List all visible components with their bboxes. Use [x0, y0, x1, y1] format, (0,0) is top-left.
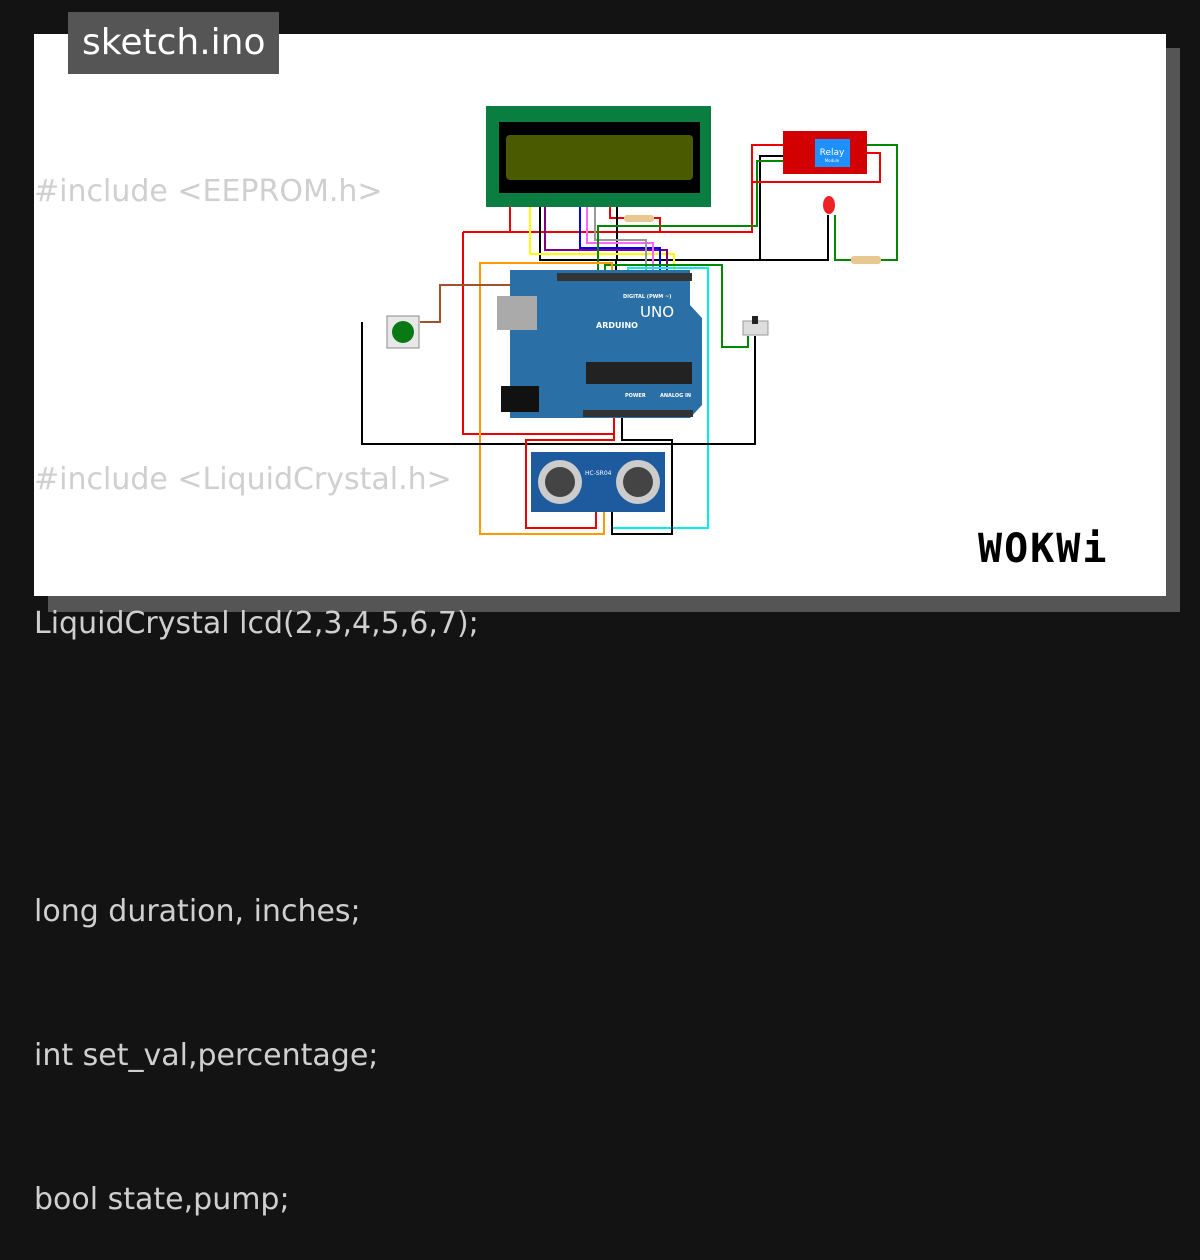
digital-label: DIGITAL (PWM ~) [623, 294, 671, 300]
sensor-label: HC-SR04 [585, 470, 612, 477]
wokwi-logo: WOKWi [978, 526, 1109, 572]
code-line: #include <EEPROM.h> [34, 174, 383, 209]
wires [361, 144, 898, 535]
code-line: int set_val,percentage; [34, 1038, 379, 1073]
slide-switch [742, 316, 769, 336]
lcd-display [486, 106, 711, 207]
pushbutton [386, 315, 420, 349]
analog-label: ANALOG IN [660, 393, 691, 399]
red-led [823, 196, 835, 214]
circuit-diagram: Relay Module UNO ARDUINO DIGITAL (PWM ~)… [361, 106, 898, 535]
ultrasonic-sensor: HC-SR04 [531, 452, 665, 512]
power-label: POWER [625, 393, 646, 399]
code-line [34, 744, 479, 792]
arduino-uno: UNO ARDUINO DIGITAL (PWM ~) POWER ANALOG… [497, 270, 702, 418]
code-line: bool state,pump; [34, 1182, 290, 1217]
code-line: #include <LiquidCrystal.h> [34, 462, 452, 497]
file-title: sketch.ino [68, 12, 280, 74]
relay-sub-label: Module [825, 158, 840, 163]
board-brand: ARDUINO [596, 321, 638, 330]
board-label: UNO [640, 303, 674, 321]
code-line: long duration, inches; [34, 894, 361, 929]
resistor [851, 256, 881, 264]
relay-module: Relay Module [783, 131, 867, 174]
resistor [624, 215, 654, 222]
relay-label: Relay [820, 148, 845, 158]
